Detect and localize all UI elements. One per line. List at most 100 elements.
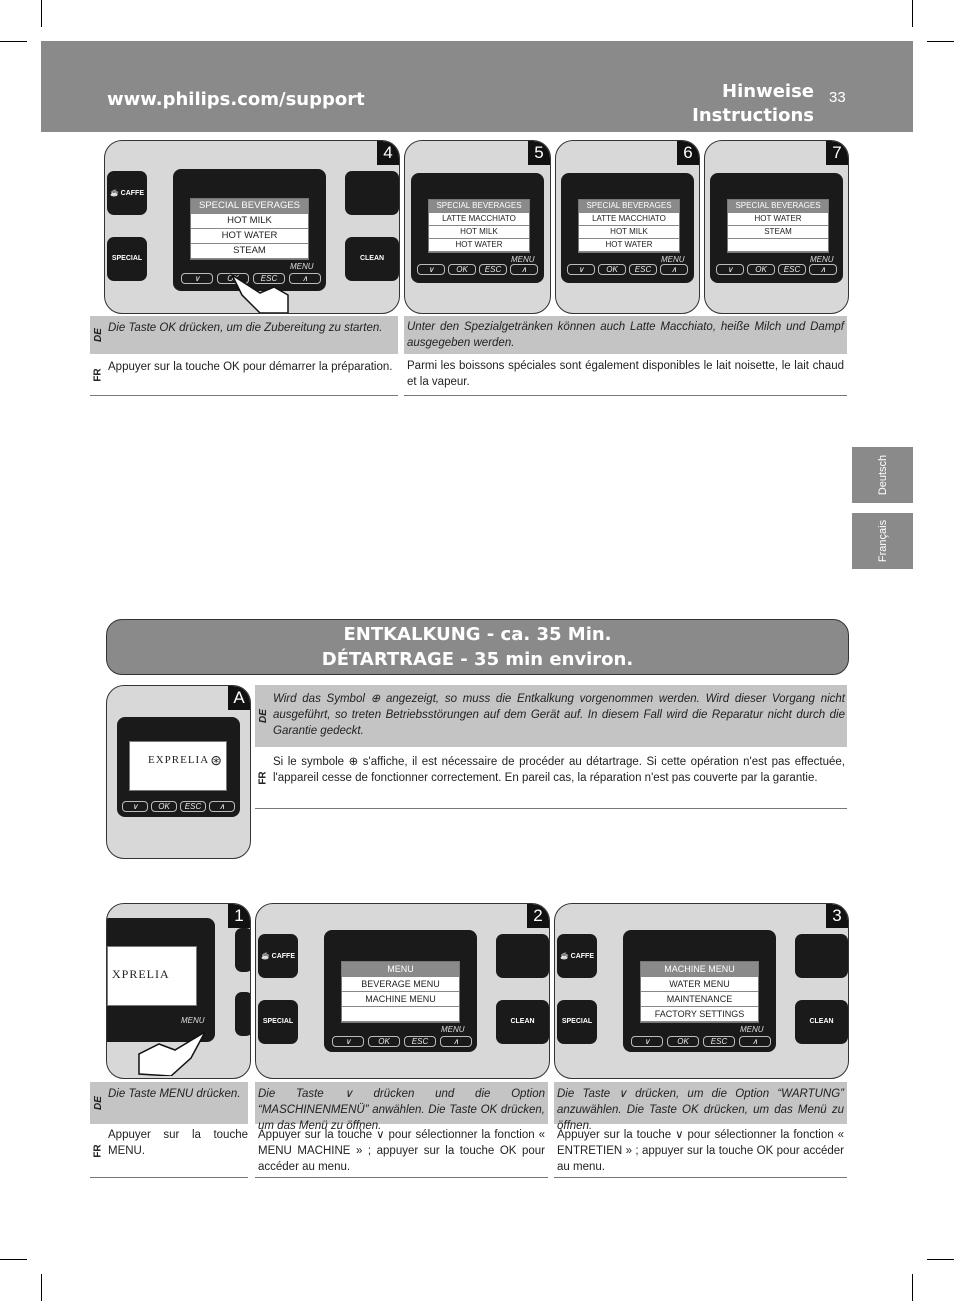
menu-row: LATTE MACCHIATO <box>429 213 529 226</box>
illustration-panel-6: 6 SPECIAL BEVERAGES LATTE MACCHIATO HOT … <box>555 140 700 314</box>
crop-mark <box>41 1274 42 1301</box>
tab-deutsch[interactable]: Deutsch <box>852 447 913 503</box>
step-number: 6 <box>677 141 699 165</box>
top-right-button <box>496 934 549 978</box>
menu-row: HOT WATER <box>429 239 529 252</box>
menu-label: MENU <box>661 255 685 264</box>
crop-mark <box>0 41 27 42</box>
display-screen: EXPRELIA ⊛ <box>129 741 227 791</box>
esc-key: ESC <box>404 1036 436 1047</box>
menu-row: SPECIAL BEVERAGES <box>728 200 828 213</box>
side-button <box>235 992 250 1036</box>
menu-row: SPECIAL BEVERAGES <box>191 199 308 214</box>
descaling-icon: ⊛ <box>210 752 222 768</box>
up-key: ∧ <box>440 1036 472 1047</box>
step-number: 4 <box>377 141 399 165</box>
lang-label: DE <box>92 1096 104 1110</box>
menu-row: WATER MENU <box>641 977 758 992</box>
header-title-fr: Instructions <box>692 105 814 126</box>
menu-label: MENU <box>441 1025 465 1034</box>
menu-row: SPECIAL BEVERAGES <box>429 200 529 213</box>
menu-row: MAINTENANCE <box>641 992 758 1007</box>
header-title-de: Hinweise <box>722 81 814 102</box>
special-button: SPECIAL <box>557 1000 597 1044</box>
caffe-button: ☕ CAFFE <box>107 171 147 215</box>
up-key: ∧ <box>289 273 321 284</box>
ok-key: OK <box>598 264 626 275</box>
down-key: ∨ <box>181 273 213 284</box>
menu-label: MENU <box>740 1025 764 1034</box>
machine-display: SPECIAL BEVERAGES HOT MILK HOT WATER STE… <box>173 169 326 291</box>
menu-row <box>342 1007 459 1022</box>
step-number: A <box>228 686 250 710</box>
menu-row: HOT WATER <box>579 239 679 252</box>
instruction-de-a: DE Wird das Symbol ⊕ angezeigt, so muss … <box>255 685 847 747</box>
instruction-text: Die Taste MENU drücken. <box>108 1088 241 1100</box>
display-screen: MENU BEVERAGE MENU MACHINE MENU <box>341 961 460 1023</box>
display-screen: SPECIAL BEVERAGES HOT WATER STEAM <box>727 199 829 253</box>
instruction-de-4: DE Die Taste OK drücken, um die Zubereit… <box>90 316 398 354</box>
up-key: ∧ <box>739 1036 771 1047</box>
step-number: 1 <box>228 904 250 928</box>
esc-key: ESC <box>629 264 657 275</box>
top-right-button <box>345 171 399 215</box>
display-screen: SPECIAL BEVERAGES LATTE MACCHIATO HOT MI… <box>428 199 530 253</box>
tab-label: Deutsch <box>876 454 889 496</box>
menu-row: SPECIAL BEVERAGES <box>579 200 679 213</box>
lang-label: DE <box>92 328 104 342</box>
step-number: 3 <box>826 904 848 928</box>
menu-row: MENU <box>342 962 459 977</box>
esc-key: ESC <box>253 273 285 284</box>
lang-label: DE <box>257 709 269 723</box>
tab-francais[interactable]: Français <box>852 513 913 569</box>
menu-row: FACTORY SETTINGS <box>641 1007 758 1022</box>
machine-display: XPRELIA MENU <box>107 918 215 1042</box>
menu-row <box>728 239 828 252</box>
instruction-de-567: Unter den Spezialgetränken können auch L… <box>404 316 847 354</box>
menu-label: MENU <box>181 1016 205 1025</box>
special-button: SPECIAL <box>258 1000 298 1044</box>
machine-display: SPECIAL BEVERAGES LATTE MACCHIATO HOT MI… <box>411 173 544 283</box>
crop-mark <box>0 1259 27 1260</box>
crop-mark <box>41 0 42 27</box>
menu-row: LATTE MACCHIATO <box>579 213 679 226</box>
machine-display: MENU BEVERAGE MENU MACHINE MENU MENU ∨OK… <box>324 930 477 1052</box>
display-screen: MACHINE MENU WATER MENU MAINTENANCE FACT… <box>640 961 759 1023</box>
step-number: 2 <box>527 904 549 928</box>
crop-mark <box>927 1259 954 1260</box>
illustration-panel-5: 5 SPECIAL BEVERAGES LATTE MACCHIATO HOT … <box>404 140 551 314</box>
instruction-text: Appuyer sur la touche ∨ pour sélectionne… <box>258 1129 545 1173</box>
illustration-panel-1: 1 XPRELIA MENU <box>106 903 251 1079</box>
lang-label: FR <box>92 1144 104 1158</box>
section-title-fr: DÉTARTRAGE - 35 min environ. <box>321 649 634 670</box>
ok-key: OK <box>448 264 476 275</box>
caffe-button: ☕ CAFFE <box>258 934 298 978</box>
menu-row: HOT WATER <box>191 229 308 244</box>
support-url[interactable]: www.philips.com/support <box>107 89 365 110</box>
ok-key: OK <box>667 1036 699 1047</box>
step-number: 7 <box>826 141 848 165</box>
menu-row: HOT MILK <box>579 226 679 239</box>
menu-row: HOT MILK <box>429 226 529 239</box>
instruction-fr-1: FR Appuyer sur la touche MENU. <box>90 1125 248 1178</box>
menu-row: STEAM <box>728 226 828 239</box>
section-title-de: ENTKALKUNG - ca. 35 Min. <box>343 624 612 645</box>
menu-row: BEVERAGE MENU <box>342 977 459 992</box>
menu-row: MACHINE MENU <box>342 992 459 1007</box>
instruction-fr-2: Appuyer sur la touche ∨ pour sélectionne… <box>255 1125 548 1178</box>
up-key: ∧ <box>209 801 235 812</box>
tab-label: Français <box>876 519 889 563</box>
instruction-text: Si le symbole ⊕ s'affiche, il est nécess… <box>273 756 845 784</box>
display-screen: SPECIAL BEVERAGES LATTE MACCHIATO HOT MI… <box>578 199 680 253</box>
special-button: SPECIAL <box>107 237 147 281</box>
instruction-fr-4: FR Appuyer sur la touche OK pour démarre… <box>90 355 398 396</box>
esc-key: ESC <box>479 264 507 275</box>
menu-row: STEAM <box>191 244 308 259</box>
instruction-text: Appuyer sur la touche ∨ pour sélectionne… <box>557 1129 844 1173</box>
menu-row: HOT MILK <box>191 214 308 229</box>
exprelia-logo: XPRELIA <box>112 967 170 981</box>
